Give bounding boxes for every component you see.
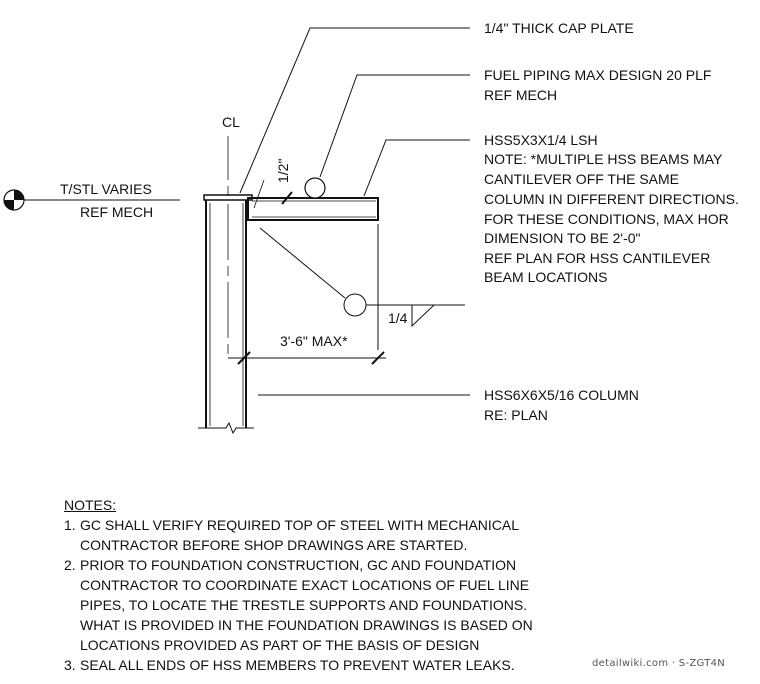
note-number: 3. — [64, 657, 76, 673]
note-line: CONTRACTOR BEFORE SHOP DRAWINGS ARE STAR… — [80, 537, 468, 553]
dimension-line — [228, 351, 386, 365]
elevation-ref-label: REF MECH — [80, 204, 153, 220]
note-item: 3. SEAL ALL ENDS OF HSS MEMBERS TO PREVE… — [64, 655, 664, 675]
hss-beam-note-line: DIMENSION TO BE 2'-0" — [484, 230, 641, 246]
note-item: 1. GC SHALL VERIFY REQUIRED TOP OF STEEL… — [64, 515, 664, 555]
elevation-label: T/STL VARIES — [60, 181, 152, 197]
half-inch-label: 1/2" — [275, 159, 291, 183]
note-item: 2. PRIOR TO FOUNDATION CONSTRUCTION, GC … — [64, 555, 664, 655]
column-ref: RE: PLAN — [484, 407, 548, 423]
hss-beam-note-line: BEAM LOCATIONS — [484, 269, 607, 285]
hss-beam-note-line: REF PLAN FOR HSS CANTILEVER — [484, 250, 710, 266]
fuel-pipe — [304, 177, 326, 199]
hss-beam-note-line: COLUMN IN DIFFERENT DIRECTIONS. — [484, 191, 739, 207]
note-line: CONTRACTOR TO COORDINATE EXACT LOCATIONS… — [80, 577, 530, 593]
notes-title: NOTES: — [64, 497, 117, 513]
offset-dimension — [253, 179, 293, 209]
note-line: LOCATIONS PROVIDED AS PART OF THE BASIS … — [80, 637, 480, 653]
weld-symbol-circle — [343, 293, 367, 317]
hss-beam — [247, 197, 379, 221]
fillet-weld-symbol — [411, 304, 436, 328]
note-number: 1. — [64, 517, 76, 533]
weld-size-label: 1/4 — [388, 310, 408, 326]
note-line: WHAT IS PROVIDED IN THE FOUNDATION DRAWI… — [80, 617, 533, 633]
fuel-piping-ref: REF MECH — [484, 87, 557, 103]
centerline-mark: CL — [222, 114, 240, 130]
note-line: GC SHALL VERIFY REQUIRED TOP OF STEEL WI… — [80, 517, 520, 533]
note-line: PIPES, TO LOCATE THE TRESTLE SUPPORTS AN… — [80, 597, 528, 613]
hss-beam-note-line: NOTE: *MULTIPLE HSS BEAMS MAY — [484, 151, 723, 167]
note-number: 2. — [64, 557, 76, 573]
hss-beam-note-line: CANTILEVER OFF THE SAME — [484, 171, 679, 187]
cap-plate-callout: 1/4" THICK CAP PLATE — [484, 20, 634, 36]
note-line: PRIOR TO FOUNDATION CONSTRUCTION, GC AND… — [80, 557, 517, 573]
general-notes: NOTES: 1. GC SHALL VERIFY REQUIRED TOP O… — [64, 495, 664, 675]
dimension-label: 3'-6" MAX* — [280, 333, 348, 349]
note-line: SEAL ALL ENDS OF HSS MEMBERS TO PREVENT … — [80, 657, 515, 673]
fuel-piping-callout: FUEL PIPING MAX DESIGN 20 PLF — [484, 67, 711, 83]
hss-beam-note-line: FOR THESE CONDITIONS, MAX HOR — [484, 211, 729, 227]
leader-lines — [20, 27, 470, 396]
column-callout: HSS6X6X5/16 COLUMN — [484, 387, 639, 403]
hss-beam-callout: HSS5X3X1/4 LSH — [484, 132, 598, 148]
watermark: detailwiki.com · S-ZGT4N — [592, 658, 726, 669]
elevation-marker — [3, 189, 25, 211]
hss-column — [198, 200, 254, 435]
